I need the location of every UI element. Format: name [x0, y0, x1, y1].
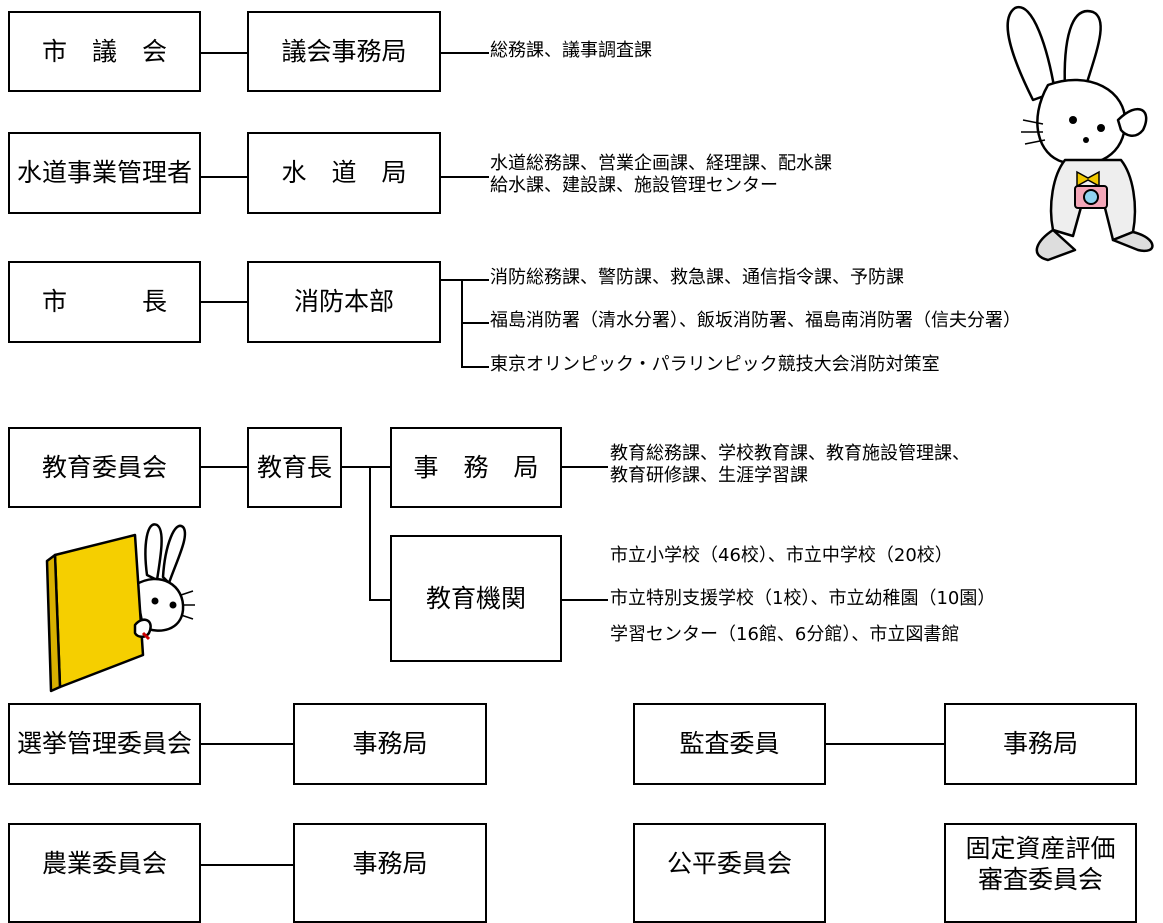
connector [461, 322, 489, 324]
connector [562, 466, 608, 468]
rabbit-mascot-camera-illustration [1006, 5, 1154, 262]
box-audit-commissioners: 監査委員 [633, 703, 826, 785]
box-agricultural-committee: 農業委員会 [8, 823, 201, 923]
fire-olympic-office-line3: 東京オリンピック・パラリンピック競技大会消防対策室 [490, 354, 940, 375]
box-election-secretariat: 事務局 [293, 703, 487, 785]
waterworks-divisions-line2: 給水課、建設課、施設管理センター [490, 175, 778, 196]
connector [441, 52, 489, 54]
education-divisions-line1: 教育総務課、学校教育課、教育施設管理課、 [610, 443, 970, 464]
rabbit-mascot-book-illustration [45, 523, 195, 693]
box-education-institutions: 教育機関 [390, 535, 562, 662]
connector [369, 466, 371, 601]
connector [826, 743, 944, 745]
box-election-commission: 選挙管理委員会 [8, 703, 201, 785]
box-education-secretariat: 事 務 局 [390, 427, 562, 508]
connector [201, 301, 247, 303]
connector [369, 599, 391, 601]
fire-divisions-line1: 消防総務課、警防課、救急課、通信指令課、予防課 [490, 267, 904, 288]
box-waterworks-bureau: 水 道 局 [247, 132, 441, 214]
box-waterworks-manager: 水道事業管理者 [8, 132, 201, 214]
waterworks-divisions-line1: 水道総務課、営業企画課、経理課、配水課 [490, 153, 832, 174]
box-agricultural-secretariat: 事務局 [293, 823, 487, 923]
institutions-line3: 学習センター（16館、6分館）、市立図書館 [610, 624, 960, 645]
connector [201, 176, 247, 178]
education-divisions-line2: 教育研修課、生涯学習課 [610, 465, 808, 486]
council-divisions: 総務課、議事調査課 [490, 40, 652, 61]
box-board-of-education: 教育委員会 [8, 427, 201, 508]
institutions-line1: 市立小学校（46校）、市立中学校（20校） [610, 545, 953, 566]
connector [201, 864, 293, 866]
connector [441, 176, 489, 178]
box-mayor: 市 長 [8, 261, 201, 343]
connector [201, 466, 247, 468]
connector [461, 366, 489, 368]
connector [201, 52, 247, 54]
box-superintendent: 教育長 [247, 427, 342, 508]
box-council-secretariat: 議会事務局 [247, 11, 441, 92]
box-fixed-asset-review-committee: 固定資産評価 審査委員会 [944, 823, 1137, 923]
connector [342, 466, 390, 468]
box-fire-headquarters: 消防本部 [247, 261, 441, 343]
box-city-council: 市 議 会 [8, 11, 201, 92]
institutions-line2: 市立特別支援学校（1校）、市立幼稚園（10園） [610, 588, 996, 609]
connector [562, 599, 608, 601]
connector [461, 279, 489, 281]
box-audit-secretariat: 事務局 [944, 703, 1137, 785]
connector [441, 279, 463, 281]
box-fairness-committee: 公平委員会 [633, 823, 826, 923]
connector [201, 743, 293, 745]
fire-stations-line2: 福島消防署（清水分署）、飯坂消防署、福島南消防署（信夫分署） [490, 310, 1021, 331]
